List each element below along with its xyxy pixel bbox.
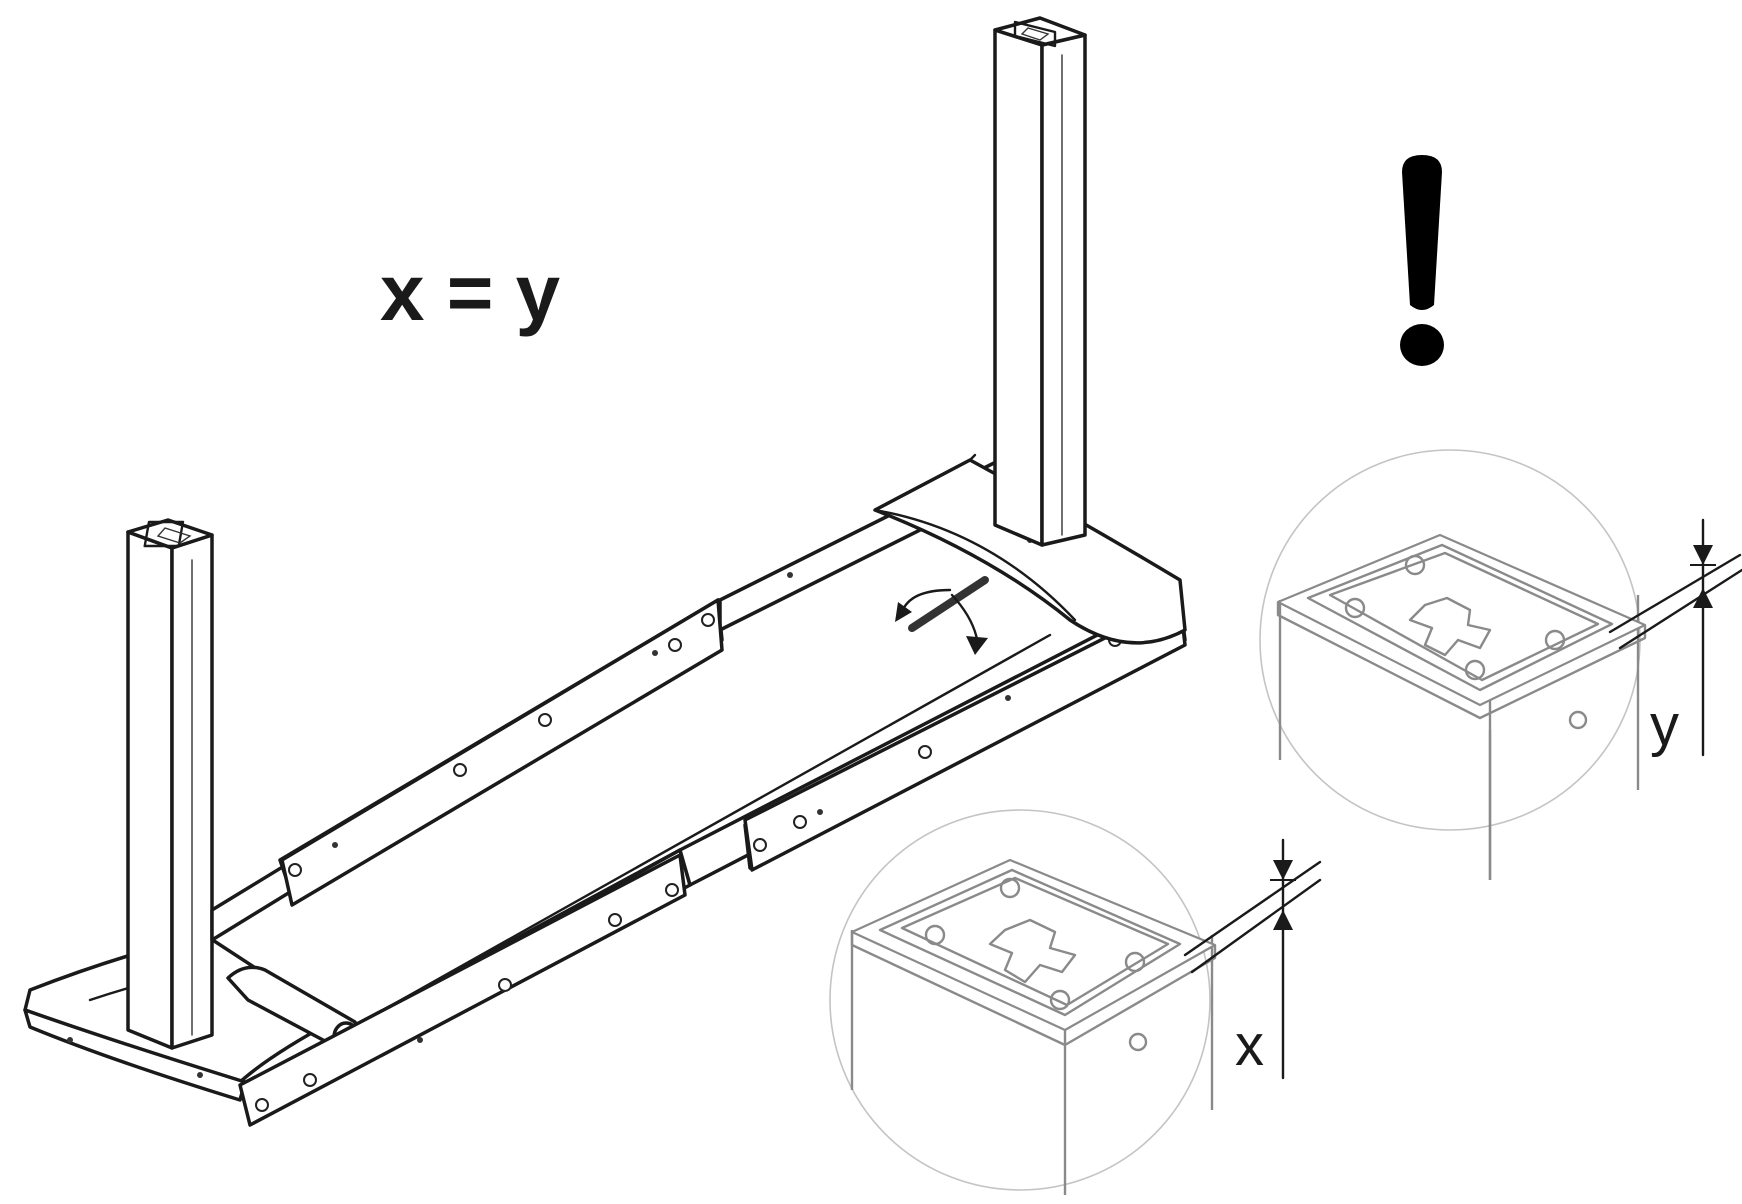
equation-label: x = y	[380, 248, 561, 337]
right-column	[993, 16, 1087, 547]
rotate-arrows-icon	[895, 576, 989, 655]
left-column	[126, 518, 214, 1050]
back-leg-detail	[1259, 449, 1742, 880]
frame-rails	[210, 453, 1187, 1127]
front-leg-label: x	[1235, 1013, 1264, 1078]
exclamation-icon	[1400, 155, 1444, 366]
front-leg-detail	[829, 809, 1322, 1195]
back-leg-label: y	[1650, 693, 1679, 758]
